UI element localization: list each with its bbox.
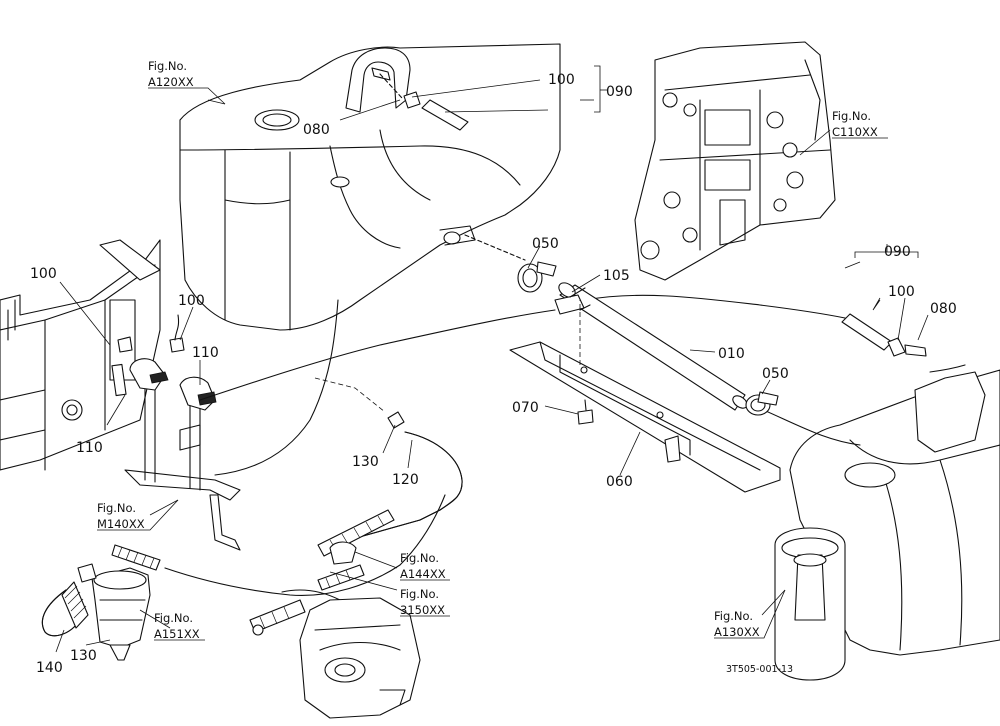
- hose-090-right: [841, 313, 927, 357]
- leader-lines: [55, 79, 929, 653]
- hidden-lines: [314, 300, 581, 413]
- label-100-mid: 100: [178, 293, 205, 309]
- fig-ref-a120-title: Fig.No.: [148, 59, 187, 73]
- fig-ref-3150-title: Fig.No.: [400, 587, 439, 601]
- bracket-060: [509, 341, 781, 493]
- fig-ref-m140: M140XX: [97, 517, 145, 531]
- lower-right-tank: [774, 369, 1000, 681]
- fig-ref-a151-title: Fig.No.: [154, 611, 193, 625]
- label-100-top: 100: [548, 72, 575, 88]
- bracket-090-top: [580, 65, 608, 113]
- label-090-right: 090: [884, 244, 911, 260]
- label-105: 105: [603, 268, 630, 284]
- fuel-filter: [41, 563, 151, 661]
- label-090-top: 090: [606, 84, 633, 100]
- corrugated-hose-left: [111, 544, 161, 571]
- hose-090-top: [371, 67, 469, 131]
- fig-ref-c110-title: Fig.No.: [832, 109, 871, 123]
- fig-ref-a144-title: Fig.No.: [400, 551, 439, 565]
- fig-ref-c110: C110XX: [832, 125, 878, 139]
- part-labels: 080 100 090 050 105 010 050 070 060 090 …: [30, 72, 957, 676]
- label-100-left: 100: [30, 266, 57, 282]
- label-050-top: 050: [532, 236, 559, 252]
- pipe-010: [558, 282, 748, 411]
- label-110-left: 110: [76, 440, 103, 456]
- label-120: 120: [392, 472, 419, 488]
- fig-ref-m140-title: Fig.No.: [97, 501, 136, 515]
- transmission-housing: [299, 597, 421, 719]
- bracket-090-right: [854, 244, 919, 258]
- label-050-right: 050: [762, 366, 789, 382]
- label-140: 140: [36, 660, 63, 676]
- fig-ref-a120: A120XX: [148, 75, 194, 89]
- label-110-right: 110: [192, 345, 219, 361]
- label-130-bottom: 130: [70, 648, 97, 664]
- label-060: 060: [606, 474, 633, 490]
- fig-ref-a144: A144XX: [400, 567, 446, 581]
- label-100-right: 100: [888, 284, 915, 300]
- bolt-070: [577, 399, 594, 425]
- fig-ref-a130-title: Fig.No.: [714, 609, 753, 623]
- fig-ref-a130: A130XX: [714, 625, 760, 639]
- label-010: 010: [718, 346, 745, 362]
- drawing-code: 3T505-001-13: [726, 664, 793, 675]
- clamp-050-right: [745, 391, 779, 416]
- figure-references: Fig.No. A120XX Fig.No. C110XX Fig.No. M1…: [97, 59, 888, 641]
- fig-ref-3150: 3150XX: [400, 603, 445, 617]
- filter-stand: [124, 377, 241, 551]
- label-080-top: 080: [303, 122, 330, 138]
- clamp-105: [554, 287, 586, 315]
- label-130-mid: 130: [352, 454, 379, 470]
- fuel-tank: [179, 43, 561, 331]
- clamp-130-mid: [387, 411, 405, 429]
- label-070: 070: [512, 400, 539, 416]
- tube-bundle: [249, 509, 395, 636]
- label-080-right: 080: [930, 301, 957, 317]
- fig-ref-a151: A151XX: [154, 627, 200, 641]
- left-frame: [0, 239, 161, 471]
- clamp-050-top: [517, 261, 557, 293]
- hose-120: [319, 431, 463, 549]
- engine-block: [634, 41, 836, 281]
- valve-assembly: [111, 336, 217, 411]
